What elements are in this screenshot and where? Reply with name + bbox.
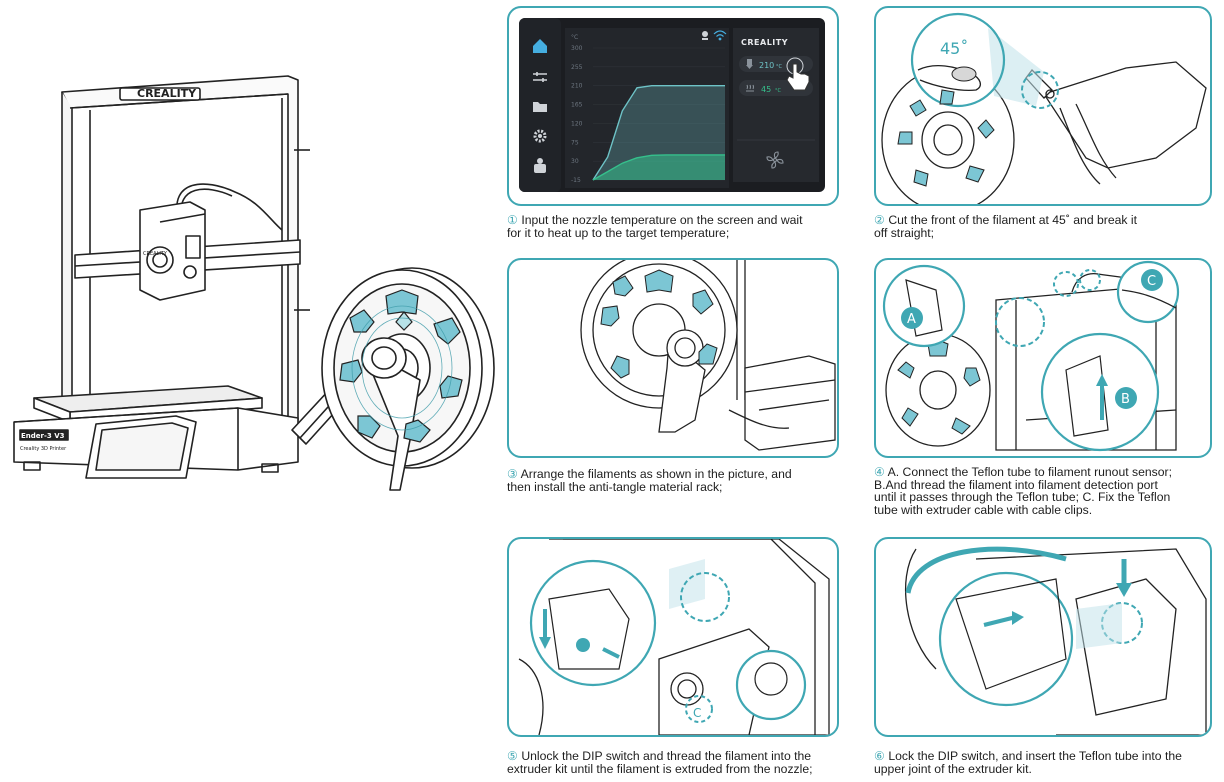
pointing-hand-icon bbox=[786, 57, 810, 91]
bed-temp-unit: °C bbox=[775, 88, 782, 94]
nozzle-icon bbox=[746, 59, 753, 69]
fan-icon[interactable] bbox=[766, 151, 784, 169]
series-1-line bbox=[592, 85, 725, 181]
touch-screen: °C 300 255 210 165 120 75 30 -15 CREALITY 210 °… bbox=[519, 18, 825, 192]
step-1-caption: ① Input the nozzle temperature on the sc… bbox=[507, 213, 803, 240]
step-3-panel bbox=[507, 258, 839, 458]
callout-c-badge: C bbox=[1141, 269, 1163, 291]
gear-icon bbox=[533, 129, 547, 143]
svg-text:C: C bbox=[1147, 274, 1156, 289]
y-tick-label: 30 bbox=[571, 158, 579, 165]
nozzle-temp-unit: °C bbox=[776, 64, 783, 70]
step-4-panel: A B C bbox=[874, 258, 1212, 458]
printer-sub-label: Creality 3D Printer bbox=[20, 446, 67, 452]
step-6-caption: ⑥ Lock the DIP switch, and insert the Te… bbox=[874, 749, 1182, 776]
step-5-caption: ⑤ Unlock the DIP switch and thread the f… bbox=[507, 749, 813, 776]
step-3-caption: ③ Arrange the filaments as shown in the … bbox=[507, 467, 792, 494]
printer-illustration: CREALITY Ender-3 V3 Creality 3D Printer … bbox=[0, 50, 500, 510]
callout-a-badge: A bbox=[901, 307, 923, 329]
y-tick-label: 210 bbox=[571, 83, 583, 90]
bed-icon bbox=[746, 84, 754, 92]
svg-text:B: B bbox=[1121, 392, 1130, 407]
step-4-caption: ④ A. Connect the Teflon tube to filament… bbox=[874, 465, 1172, 517]
y-tick-label: -15 bbox=[571, 177, 581, 184]
printer-brand-label: CREALITY bbox=[137, 87, 197, 100]
robot-icon bbox=[534, 158, 546, 173]
series-2-area bbox=[593, 154, 725, 180]
svg-text:A: A bbox=[907, 312, 916, 327]
callout-c-label: C bbox=[693, 706, 701, 720]
home-icon bbox=[533, 39, 547, 53]
nozzle-temp-value[interactable]: 210 bbox=[759, 61, 774, 70]
y-tick-label: 75 bbox=[571, 139, 579, 146]
wifi-icon bbox=[713, 30, 727, 41]
bed-temp-value[interactable]: 45 bbox=[761, 85, 771, 94]
folder-icon bbox=[533, 102, 547, 112]
step-5-panel: C bbox=[507, 537, 839, 737]
step-2-panel: 45˚ bbox=[874, 6, 1212, 206]
angle-label: 45˚ bbox=[940, 39, 968, 58]
head-brand-label: CREALITY bbox=[143, 251, 168, 257]
chart-unit-label: °C bbox=[571, 34, 578, 41]
step-6-panel bbox=[874, 537, 1212, 737]
series-2-line bbox=[592, 154, 725, 181]
camera-icon bbox=[702, 31, 708, 40]
printer-model-label: Ender-3 V3 bbox=[21, 432, 65, 440]
y-tick-label: 165 bbox=[571, 102, 583, 109]
callout-b-badge: B bbox=[1115, 387, 1137, 409]
y-tick-label: 255 bbox=[571, 64, 583, 71]
screen-brand-label: CREALITY bbox=[741, 38, 788, 47]
step-2-caption: ② Cut the front of the filament at 45˚ a… bbox=[874, 213, 1137, 240]
step-1-panel: °C 300 255 210 165 120 75 30 -15 CREALITY 210 °… bbox=[507, 6, 839, 206]
y-tick-label: 300 bbox=[571, 45, 583, 52]
y-tick-label: 120 bbox=[571, 120, 583, 127]
controls-icon bbox=[533, 72, 547, 82]
